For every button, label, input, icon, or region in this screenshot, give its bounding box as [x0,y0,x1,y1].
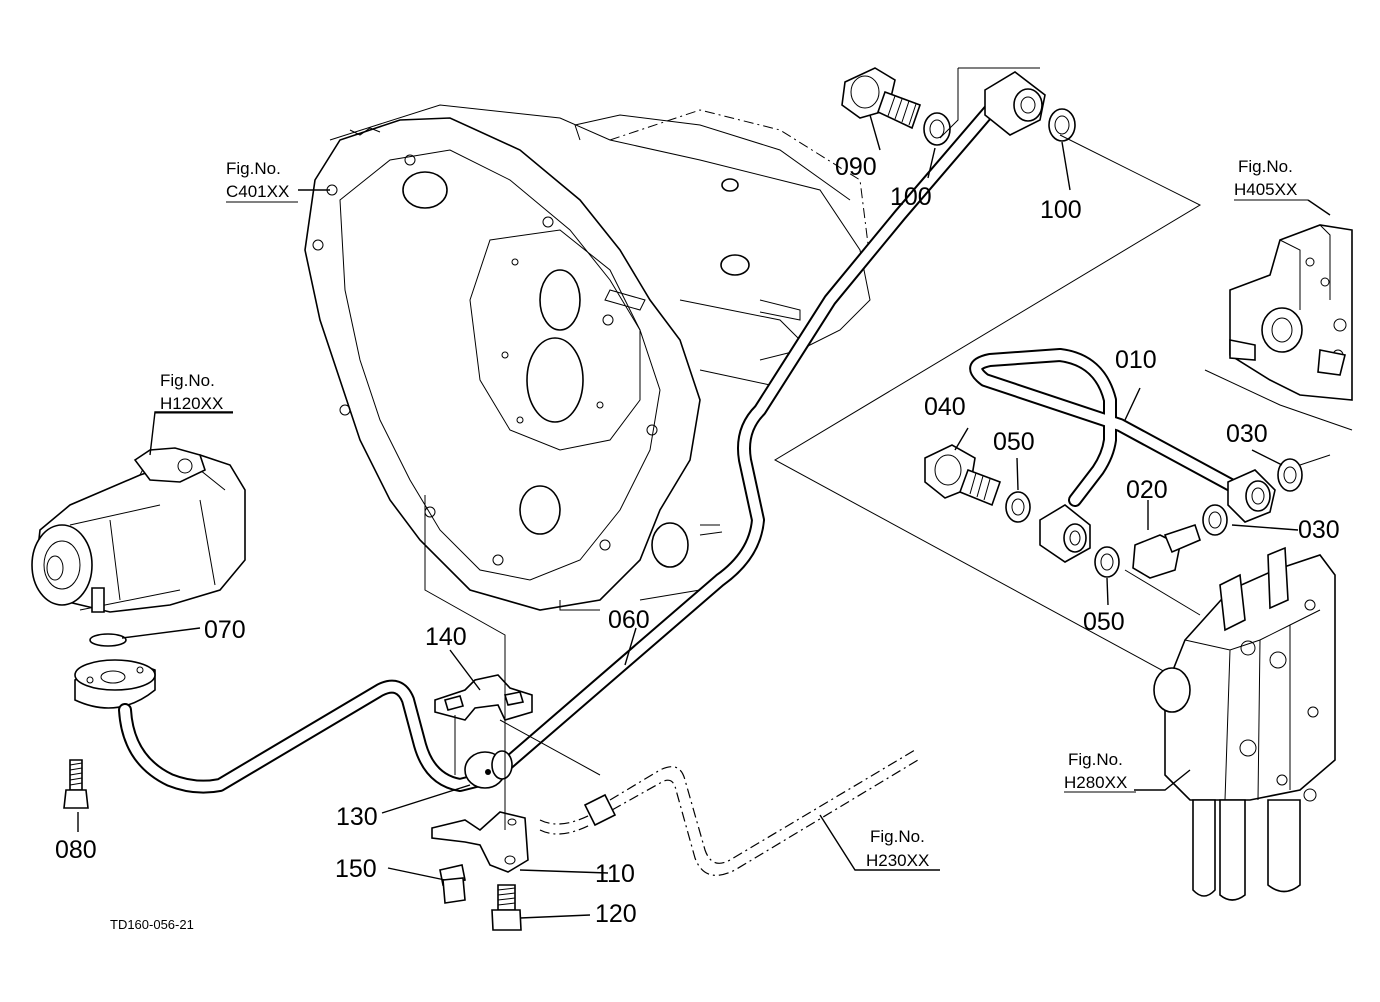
hydraulic-pump [31,447,246,613]
clamp-leader-lines [424,495,601,830]
pump-flange [74,659,156,709]
o-ring [89,633,127,647]
part-070-label: 070 [204,616,246,644]
part-030-label-upper: 030 [1226,420,1268,448]
part-060-label: 060 [608,606,650,634]
clamp-140 [434,674,533,721]
part-140-label: 140 [425,623,467,651]
part-100-label-right: 100 [1040,196,1082,224]
pipe-060 [118,103,997,794]
part-040-label: 040 [924,393,966,421]
drawing-code: TD160-056-21 [110,917,194,932]
part-020-label: 020 [1126,476,1168,504]
fig-ref-prefix-h405: Fig.No. [1238,157,1293,176]
pipe-h230 [539,749,919,876]
control-valve [1153,546,1336,901]
washer-050-lower [1094,546,1120,578]
fig-ref-h230: H230XX [866,851,929,870]
valve-h405 [1204,224,1353,431]
washer-030-upper [1277,458,1303,492]
banjo-bolt-090 [841,67,922,130]
group-bracket-right [1124,454,1331,616]
plug-020 [1132,523,1201,579]
part-050-label-lower: 050 [1083,608,1125,636]
fig-ref-prefix-h230: Fig.No. [870,827,925,846]
washer-100-right [1048,108,1076,142]
part-130-label: 130 [336,803,378,831]
part-050-label-upper: 050 [993,428,1035,456]
washer-050-upper [1005,491,1031,523]
part-030-label-lower: 030 [1298,516,1340,544]
part-090-label: 090 [835,153,877,181]
fig-ref-h120: H120XX [160,394,223,413]
part-080-label: 080 [55,836,97,864]
clamp-130 [464,750,513,789]
transmission-housing [304,104,871,611]
part-150-label: 150 [335,855,377,883]
pipe-eye-fitting [984,71,1046,136]
part-100-label-left: 100 [890,183,932,211]
fig-ref-h280: H280XX [1064,773,1127,792]
bolt-150 [439,864,466,904]
fig-ref-prefix-h120: Fig.No. [160,371,215,390]
part-110-label: 110 [595,860,635,888]
fig-ref-c401: C401XX [226,182,289,201]
part-010-label: 010 [1115,346,1157,374]
fig-ref-prefix-h280: Fig.No. [1068,750,1123,769]
bolt-080 [63,759,89,809]
pipe-010 [969,348,1247,507]
bolt-120 [491,884,522,931]
stay-110 [431,811,529,873]
leader-lines [77,114,1331,919]
fig-ref-prefix-c401: Fig.No. [226,159,281,178]
fig-ref-h405: H405XX [1234,180,1297,199]
washer-030-lower [1202,504,1228,536]
part-120-label: 120 [595,900,637,928]
washer-100-left [923,112,951,146]
eye-joint-right [1227,469,1276,523]
banjo-bolt-040 [924,444,1002,507]
eye-joint-left [1039,504,1091,563]
group-bracket-top [773,67,1202,681]
